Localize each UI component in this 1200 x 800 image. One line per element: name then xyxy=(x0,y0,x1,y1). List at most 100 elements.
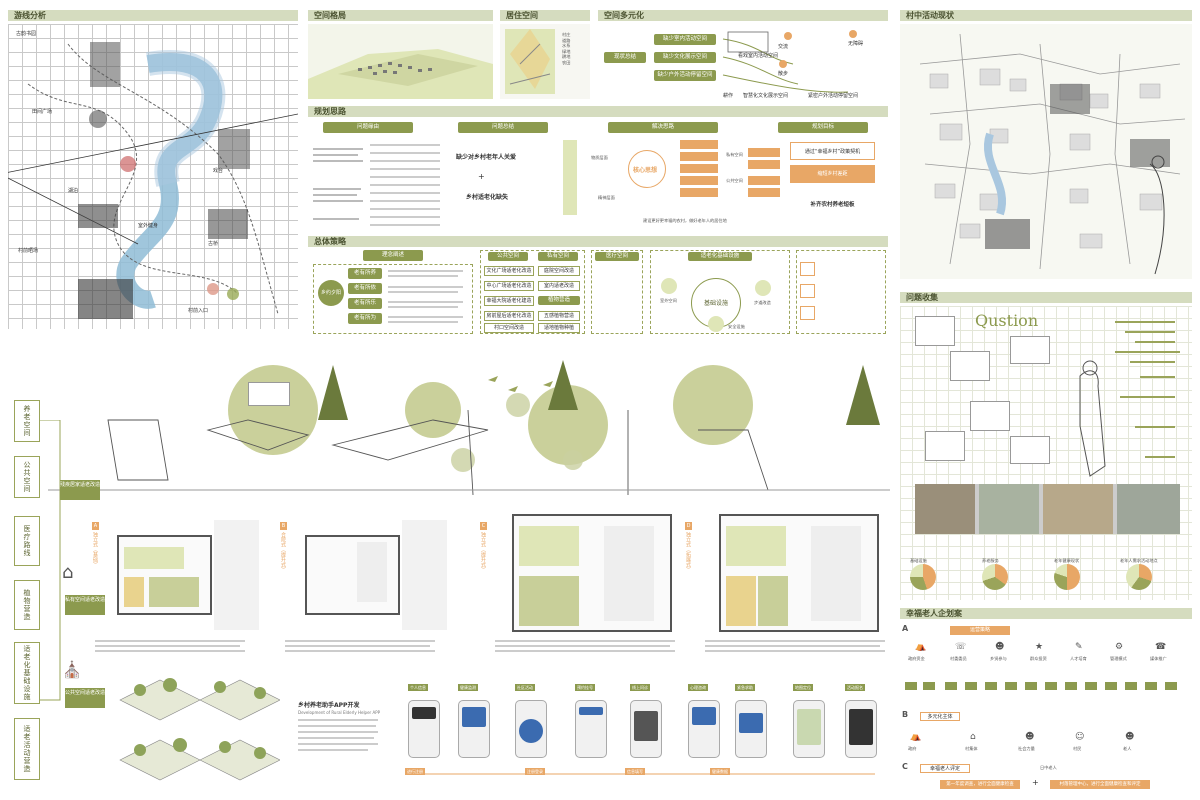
column-infra: 适老化基础设施 xyxy=(688,252,752,261)
public-item-5: 村口空间改造 xyxy=(484,323,534,333)
c-node: 日中老人 xyxy=(1040,765,1057,770)
talent-icon: ✎ xyxy=(1075,642,1083,652)
plan-zone xyxy=(519,576,579,626)
a-node-2: 村委委员 xyxy=(950,656,967,661)
public-item-2: 中心广场适老化改造 xyxy=(484,281,534,291)
plan-zone xyxy=(124,547,184,569)
tour-note-5: 村前晒场 xyxy=(18,248,39,254)
app-screen-1[interactable] xyxy=(408,700,440,758)
manage-icon: ⚙ xyxy=(1115,642,1124,652)
app-screen-3[interactable] xyxy=(515,700,547,758)
private-item-1: 庭院空间改造 xyxy=(538,266,580,276)
tour-map: 古韵书园 田间广场 湖泊 戏台 村前晒场 古桥 村前入口 室外健身 xyxy=(8,24,298,329)
app-screen-8[interactable] xyxy=(793,700,825,758)
tour-note-2: 田间广场 xyxy=(32,109,53,115)
village-map xyxy=(900,24,1192,279)
note-card xyxy=(915,316,955,346)
solution-bar xyxy=(680,140,718,149)
tab-connector xyxy=(40,420,61,701)
app-flow-line xyxy=(415,773,875,775)
section-a-title: 运营策略 xyxy=(950,626,1010,635)
society-icon: ☻ xyxy=(1025,732,1035,742)
legend-item: 村庄 xyxy=(562,32,571,37)
planning-bridge xyxy=(563,140,577,215)
living-legend: 村庄 道路 水系 绿地 耕地 农田 xyxy=(562,32,570,65)
note-card xyxy=(950,351,990,381)
infra-column xyxy=(650,250,790,334)
note-tag xyxy=(800,284,815,298)
diversity-label-7: 紧密户外活动停留空间 xyxy=(808,93,859,99)
note-tag xyxy=(800,262,815,276)
section-a-letter: A xyxy=(902,624,909,633)
diversity-label-6: 智慧化文化展示空间 xyxy=(743,93,789,99)
infra-node-1: 室外空间 xyxy=(660,298,677,303)
keyword-2: 老有所依 xyxy=(348,283,382,294)
plan-zone xyxy=(811,526,861,621)
house-plan-d: D 独立式（拓展式） xyxy=(685,512,885,637)
plan-zone xyxy=(357,542,387,602)
solution-bar xyxy=(680,152,718,161)
column-medical: 医疗空间 xyxy=(595,252,639,261)
solution-sub xyxy=(748,148,780,157)
plan-outline xyxy=(305,535,400,615)
solution-top-1: 私有空间 xyxy=(726,152,743,157)
b-node-3: 社会力量 xyxy=(1018,746,1035,751)
problem-texts xyxy=(313,138,368,228)
section-b-title: 多元化主体 xyxy=(920,712,960,721)
diversity-root: 现状总结 xyxy=(604,52,646,63)
tab-public-space[interactable]: 公共空间 xyxy=(14,456,40,498)
app-screen-4[interactable] xyxy=(575,700,607,758)
house-plan-a: A 独立式（基础） xyxy=(92,520,262,635)
diversity-label-2: 散步 xyxy=(778,71,789,77)
tab-infrastructure[interactable]: 适老化基础设施 xyxy=(14,642,40,704)
app-screen-label: 紧急求助 xyxy=(735,684,755,691)
app-screen-2[interactable] xyxy=(458,700,490,758)
photo-strip xyxy=(915,484,1180,534)
diversity-item-2: 缺少文化展示空间 xyxy=(654,52,716,63)
plan-zone xyxy=(726,526,786,566)
house-icon: ⌂ xyxy=(62,562,74,583)
tour-note-7: 村前入口 xyxy=(188,308,209,314)
tour-note-4: 戏台 xyxy=(213,168,224,174)
pie-service xyxy=(982,564,1008,590)
core-circle xyxy=(628,150,666,188)
app-screen-6[interactable] xyxy=(688,700,720,758)
public-item-4: 房前屋后适老化改造 xyxy=(484,311,534,321)
tab-medical-route[interactable]: 医疗路线 xyxy=(14,516,40,566)
plan-letter: A xyxy=(92,522,99,530)
tab-activity[interactable]: 适老活动营造 xyxy=(14,718,40,780)
a-node-3: 乡贤参与 xyxy=(990,656,1007,661)
shelter-icon: ⛪ xyxy=(62,660,82,679)
app-screen-9[interactable] xyxy=(845,700,877,758)
app-screen-label: 个人信息 xyxy=(408,684,428,691)
legend-item: 耕地 xyxy=(562,54,571,59)
stat-bar xyxy=(1125,331,1175,333)
problem-2: 乡村适老化缺失 xyxy=(466,194,509,201)
money-icon: ★ xyxy=(1035,642,1044,652)
private-item-3: 植物营造 xyxy=(538,296,580,305)
public-column xyxy=(480,250,585,334)
stat-bar xyxy=(1120,396,1175,398)
plan-zone xyxy=(758,576,788,626)
house-plan-c: C 独立式（提升式） xyxy=(480,512,675,637)
strategy-header: 总体策略 xyxy=(308,236,888,247)
target-3: 补齐农村养老短板 xyxy=(810,202,855,208)
problem-1: 缺少对乡村老年人关爱 xyxy=(456,154,517,161)
public-item-1: 文化广场适老化改造 xyxy=(484,266,534,276)
planning-head-2: 问题总结 xyxy=(458,122,548,133)
stat-bar xyxy=(1140,376,1175,378)
plus-sign: + xyxy=(478,172,485,181)
core-sub-1: 物质层面 xyxy=(591,155,608,160)
stat-bar xyxy=(1130,361,1175,363)
app-screen-7[interactable] xyxy=(735,700,767,758)
question-word: Qustion xyxy=(975,311,1039,330)
tab-planting[interactable]: 植物营造 xyxy=(14,580,40,630)
problem-list xyxy=(370,138,450,228)
photo xyxy=(1043,484,1113,534)
note-tag xyxy=(800,306,815,320)
tab-elder-space[interactable]: 养老空间 xyxy=(14,400,40,442)
infra-node-bubble xyxy=(708,316,724,332)
app-screen-5[interactable] xyxy=(630,700,662,758)
column-private: 私有空间 xyxy=(538,252,578,261)
plan-title: 独立式（提升式） xyxy=(480,532,486,572)
